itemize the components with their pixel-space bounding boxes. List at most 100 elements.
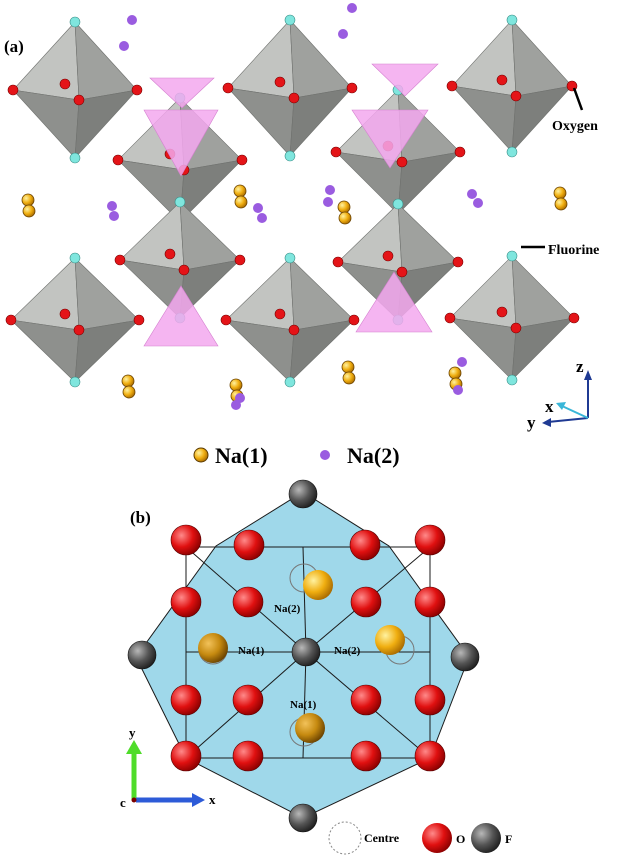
octahedron-face — [511, 255, 575, 329]
octahedron-face — [451, 19, 517, 97]
na2-atom — [253, 203, 263, 213]
na1-atom — [233, 184, 247, 198]
octahedron-face — [227, 19, 295, 99]
na1-atom — [448, 366, 462, 380]
oxygen-atom — [496, 306, 508, 318]
octahedron-face — [74, 89, 138, 159]
fluorine-atom — [69, 252, 81, 264]
oxygen-atom — [568, 312, 580, 324]
fluorine-atom — [506, 146, 518, 158]
oxygen-atom — [349, 529, 381, 561]
fluorine-atom — [69, 16, 81, 28]
na1-atom — [22, 204, 36, 218]
panel-b: (b) Na(2) Na(1) Na(2) Na(1) y — [120, 479, 512, 855]
oxygen-atom — [414, 740, 446, 772]
triangle-polyhedron — [351, 109, 429, 169]
fluorine-atom — [174, 196, 186, 208]
octahedron — [7, 16, 143, 164]
oxygen-atom — [170, 524, 202, 556]
site-label-na1-bottom: Na(1) — [290, 699, 317, 711]
octahedron-face — [119, 201, 185, 271]
oxygen-atom — [232, 740, 264, 772]
oxygen-atom — [348, 314, 360, 326]
oxygen-atom — [350, 740, 382, 772]
axis-c-b-label: c — [120, 795, 126, 810]
oxygen-atom — [288, 92, 300, 104]
oxygen-atom — [114, 254, 126, 266]
oxygen-atom — [131, 84, 143, 96]
fluorine-atom — [284, 252, 296, 264]
oxygen-atom — [350, 684, 382, 716]
na-legend: Na(1) Na(2) — [193, 443, 400, 468]
na2-atom — [323, 197, 333, 207]
panel-b-label: (b) — [130, 508, 151, 527]
oxygen-atom — [274, 76, 286, 88]
octahedron-face — [397, 203, 459, 273]
oxygen-atom — [330, 146, 342, 158]
oxygen-atom — [5, 314, 17, 326]
oxygen-atom — [510, 90, 522, 102]
axis-y-b-label: y — [129, 725, 136, 740]
na1-atom — [295, 713, 325, 743]
legend-b: Centre O F — [328, 821, 512, 855]
oxygen-atom — [444, 312, 456, 324]
octahedron-face — [74, 21, 138, 101]
oxygen-label: Oxygen — [552, 119, 598, 134]
octahedra-layer — [5, 14, 580, 388]
fluorine-atom — [506, 374, 518, 386]
oxygen-atom — [446, 80, 458, 92]
fluorine-atom — [288, 479, 318, 509]
octahedron-face — [511, 19, 573, 97]
octahedron-face — [179, 159, 243, 223]
na1-atom — [337, 200, 351, 214]
panel-a-label: (a) — [4, 37, 24, 56]
na1-atom — [554, 197, 568, 211]
oxygen-atom — [454, 146, 466, 158]
legend-f-label: F — [505, 832, 512, 846]
oxygen-atom — [346, 82, 358, 94]
o-f-atoms — [127, 479, 480, 833]
oxygen-atom — [59, 78, 71, 90]
triangle-polyhedron — [143, 285, 219, 347]
oxygen-atom — [274, 308, 286, 320]
octahedron-face — [12, 21, 80, 101]
octahedron — [444, 250, 580, 386]
na2-atom — [338, 29, 348, 39]
na1-atom — [342, 371, 356, 385]
fluorine-atom — [284, 150, 296, 162]
octahedron-face — [12, 89, 80, 159]
octahedron — [5, 252, 145, 388]
octahedron-face — [10, 257, 80, 331]
site-label-na2-top: Na(2) — [274, 603, 301, 615]
oxygen-atom — [414, 586, 446, 618]
oxygen-atom — [350, 586, 382, 618]
na1-swatch — [193, 447, 209, 463]
na2-swatch — [320, 450, 330, 460]
na2-atom — [457, 357, 467, 367]
fluorine-atom — [69, 152, 81, 164]
oxygen-atom — [164, 248, 176, 260]
oxygen-atom — [414, 684, 446, 716]
octahedron — [220, 252, 360, 388]
na1-atom — [553, 186, 567, 200]
axis-y-label: y — [527, 413, 536, 432]
oxygen-atom — [382, 250, 394, 262]
na1-atom — [234, 195, 248, 209]
oxygen-atom — [232, 684, 264, 716]
fluorine-atom — [127, 640, 157, 670]
oxygen-atom — [414, 524, 446, 556]
site-label-na2-right: Na(2) — [334, 645, 361, 657]
oxygen-atom — [59, 308, 71, 320]
axis-x-label: x — [545, 397, 554, 416]
na2-atom — [257, 213, 267, 223]
na1-atom — [121, 374, 135, 388]
octahedron-face — [179, 201, 241, 271]
octahedron-face — [451, 85, 517, 153]
oxygen-atom — [236, 154, 248, 166]
octahedron-face — [289, 87, 353, 157]
axes-triad-a: z x y — [527, 357, 592, 432]
f-swatch — [471, 823, 501, 853]
na1-atom — [21, 193, 35, 207]
axes-triad-b: y x c — [120, 725, 216, 810]
